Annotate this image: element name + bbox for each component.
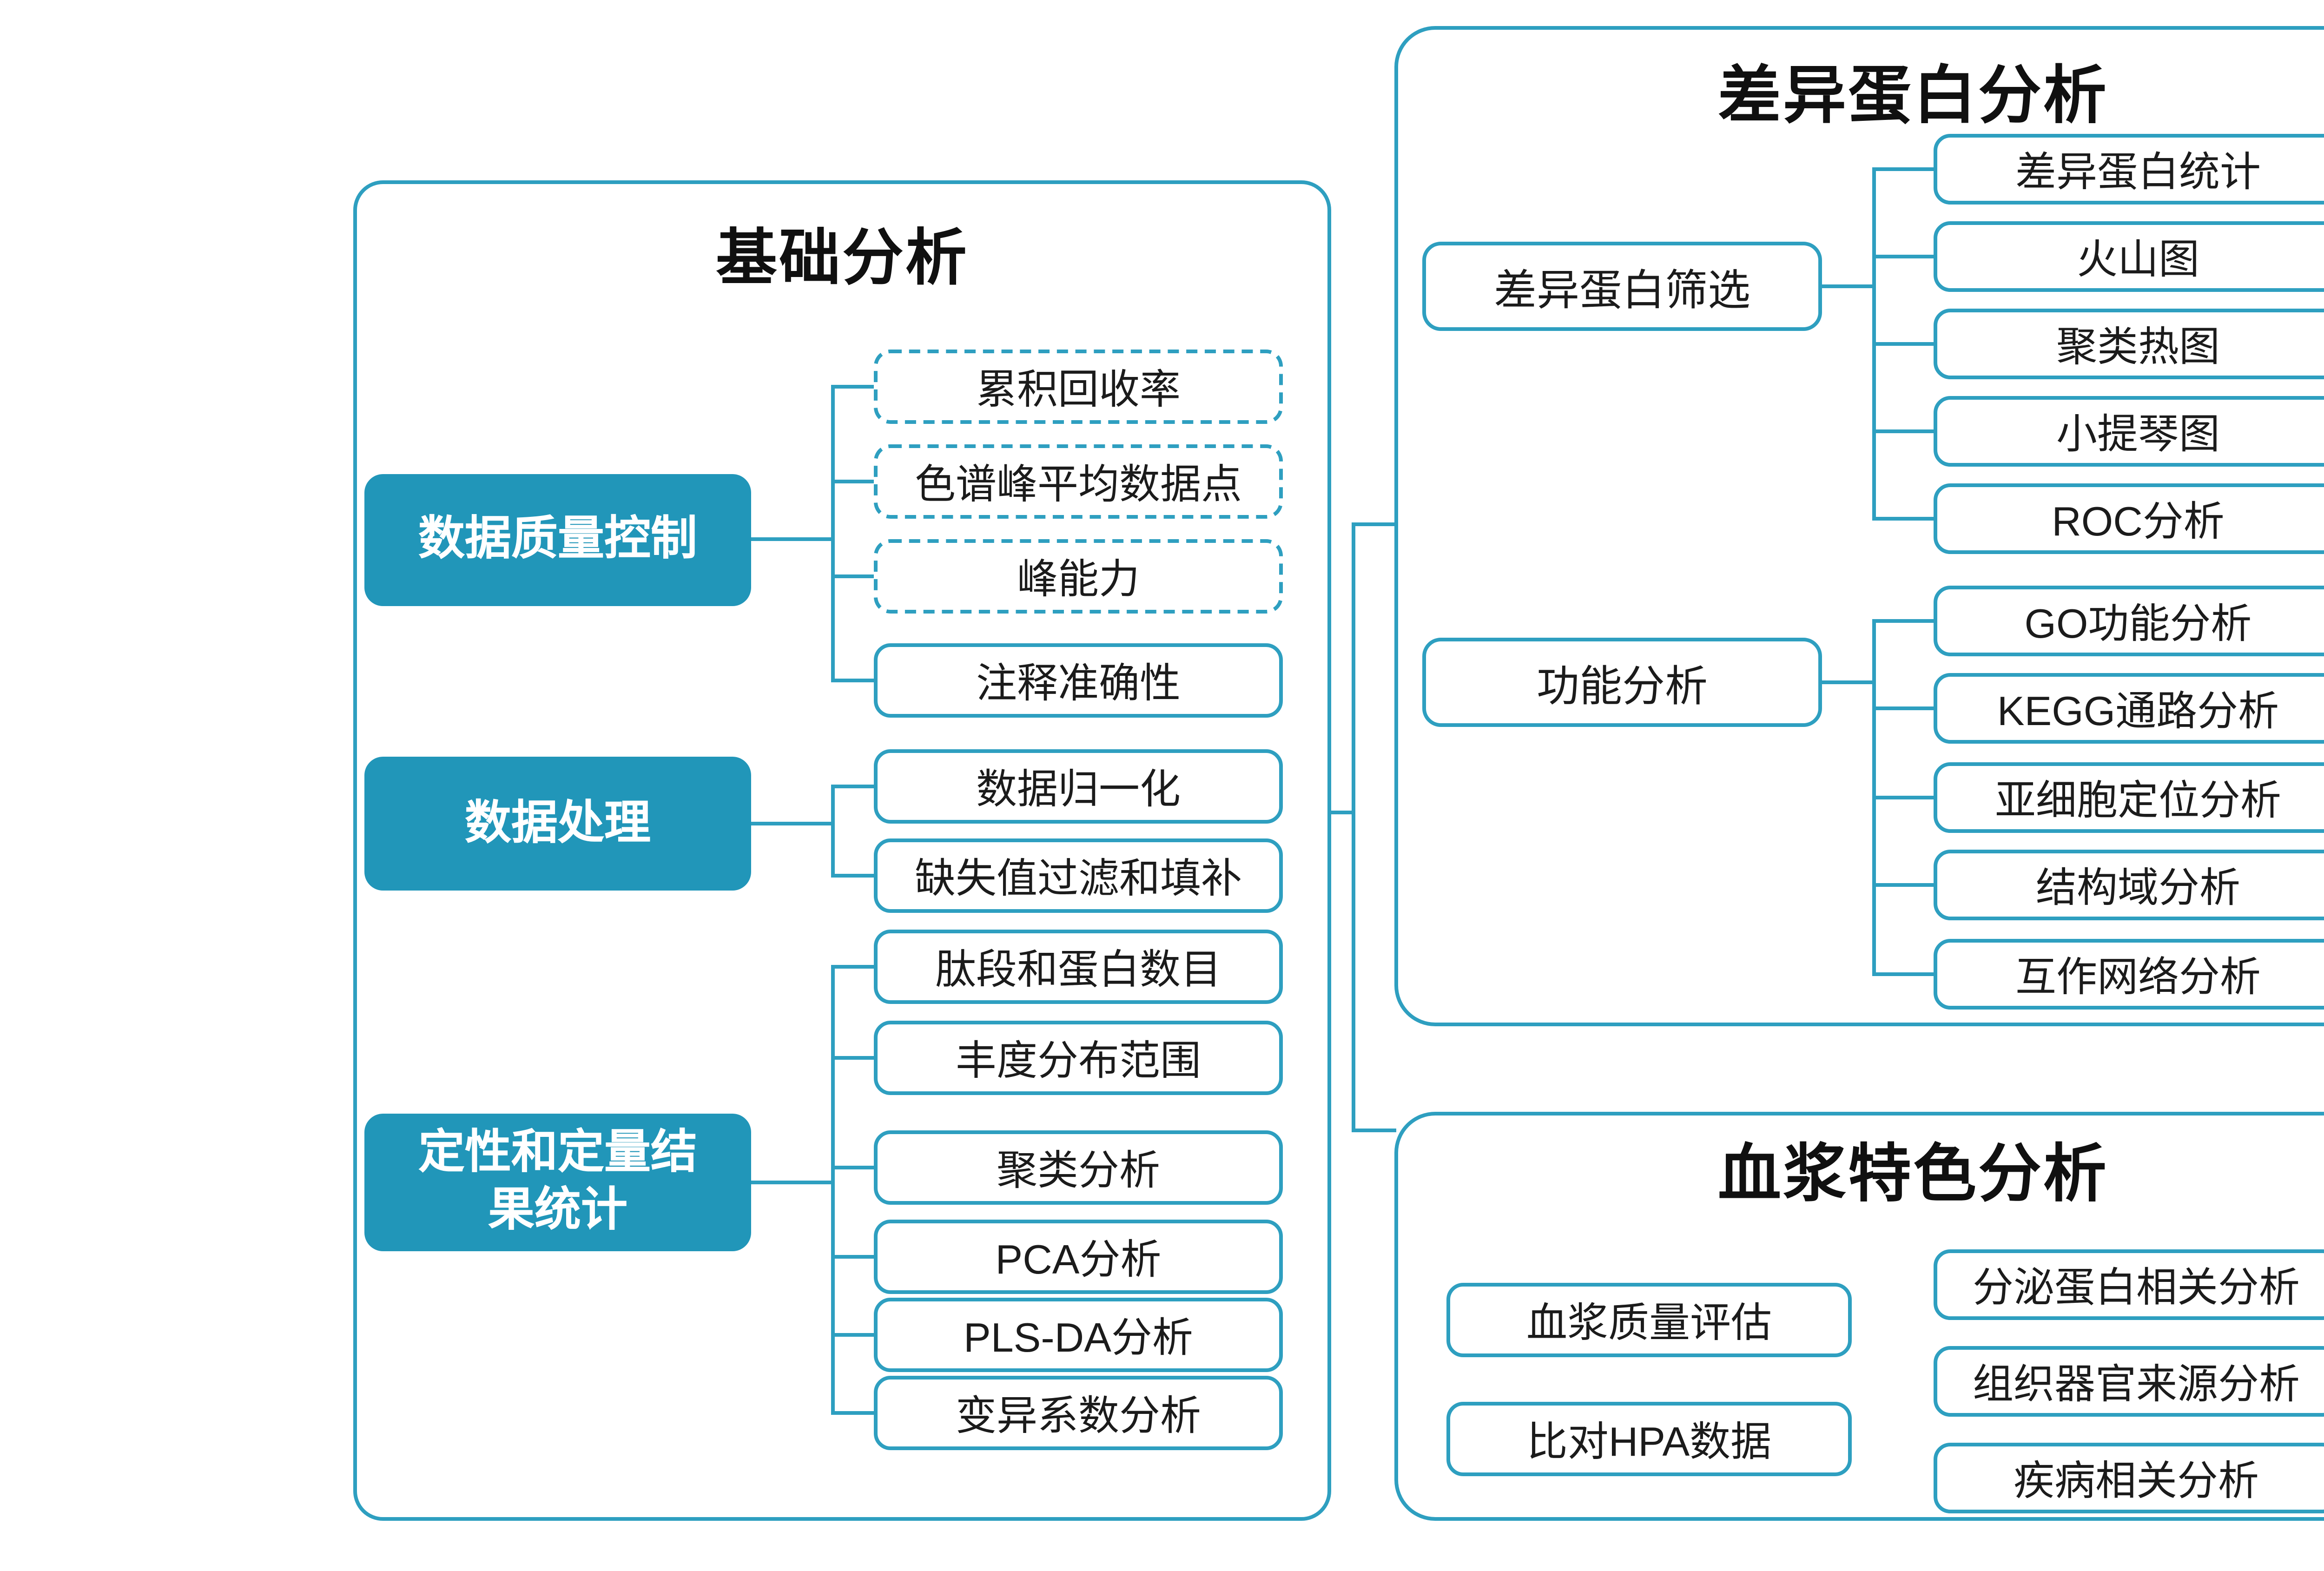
node-peak-capacity: 峰能力 bbox=[874, 539, 1283, 614]
node-data-normalization: 数据归一化 bbox=[874, 749, 1283, 824]
node-plasma-quality-evaluation: 血浆质量评估 bbox=[1446, 1283, 1852, 1357]
node-volcano-plot: 火山图 bbox=[1934, 221, 2324, 292]
node-cumulative-recovery-rate: 累积回收率 bbox=[874, 350, 1283, 424]
node-kegg-pathway-analysis: KEGG通路分析 bbox=[1934, 673, 2324, 744]
node-structural-domain-analysis: 结构域分析 bbox=[1934, 850, 2324, 920]
node-secreted-protein-analysis: 分泌蛋白相关分析 bbox=[1934, 1249, 2324, 1320]
node-data-quality-control: 数据质量控制 bbox=[364, 474, 751, 606]
connector-processing-group bbox=[749, 785, 876, 878]
node-peptide-protein-count: 肽段和蛋白数目 bbox=[874, 930, 1283, 1004]
connector-stats-group bbox=[749, 965, 876, 1415]
panel-basic-analysis bbox=[353, 180, 1331, 1521]
node-missing-value-filter-impute: 缺失值过滤和填补 bbox=[874, 838, 1283, 913]
node-go-function-analysis: GO功能分析 bbox=[1934, 586, 2324, 656]
node-interaction-network-analysis: 互作网络分析 bbox=[1934, 939, 2324, 1010]
node-hpa-data-comparison: 比对HPA数据 bbox=[1446, 1402, 1852, 1476]
connector-functional-group bbox=[1820, 619, 1935, 976]
panel-diff-protein-analysis-title: 差异蛋白分析 bbox=[1718, 61, 2108, 132]
panel-diff-protein-analysis bbox=[1394, 26, 2324, 1026]
connector-screening-group bbox=[1820, 167, 1935, 521]
node-chromatographic-peak-avg-points: 色谱峰平均数据点 bbox=[874, 444, 1283, 519]
panel-plasma-analysis bbox=[1394, 1112, 2324, 1521]
node-functional-analysis: 功能分析 bbox=[1422, 638, 1822, 727]
node-violin-plot: 小提琴图 bbox=[1934, 396, 2324, 467]
node-qual-quant-result-stats: 定性和定量结果统计 bbox=[364, 1114, 751, 1251]
connector-trunk bbox=[1329, 522, 1396, 1132]
node-data-processing: 数据处理 bbox=[364, 757, 751, 891]
connector-qc-group bbox=[749, 385, 876, 682]
panel-basic-analysis-title: 基础分析 bbox=[716, 223, 969, 292]
node-diff-protein-screening: 差异蛋白筛选 bbox=[1422, 242, 1822, 331]
node-cluster-analysis: 聚类分析 bbox=[874, 1130, 1283, 1205]
node-diff-protein-stats: 差异蛋白统计 bbox=[1934, 134, 2324, 205]
node-subcellular-localization-analysis: 亚细胞定位分析 bbox=[1934, 762, 2324, 833]
panel-plasma-analysis-title: 血浆特色分析 bbox=[1718, 1140, 2108, 1210]
node-roc-analysis: ROC分析 bbox=[1934, 483, 2324, 554]
node-plsda-analysis: PLS-DA分析 bbox=[874, 1298, 1283, 1372]
node-cluster-heatmap: 聚类热图 bbox=[1934, 309, 2324, 379]
node-annotation-accuracy: 注释准确性 bbox=[874, 643, 1283, 718]
node-disease-related-analysis: 疾病相关分析 bbox=[1934, 1443, 2324, 1513]
node-cv-analysis: 变异系数分析 bbox=[874, 1376, 1283, 1450]
node-pca-analysis: PCA分析 bbox=[874, 1220, 1283, 1294]
node-tissue-organ-origin-analysis: 组织器官来源分析 bbox=[1934, 1346, 2324, 1417]
node-abundance-distribution-range: 丰度分布范围 bbox=[874, 1021, 1283, 1095]
